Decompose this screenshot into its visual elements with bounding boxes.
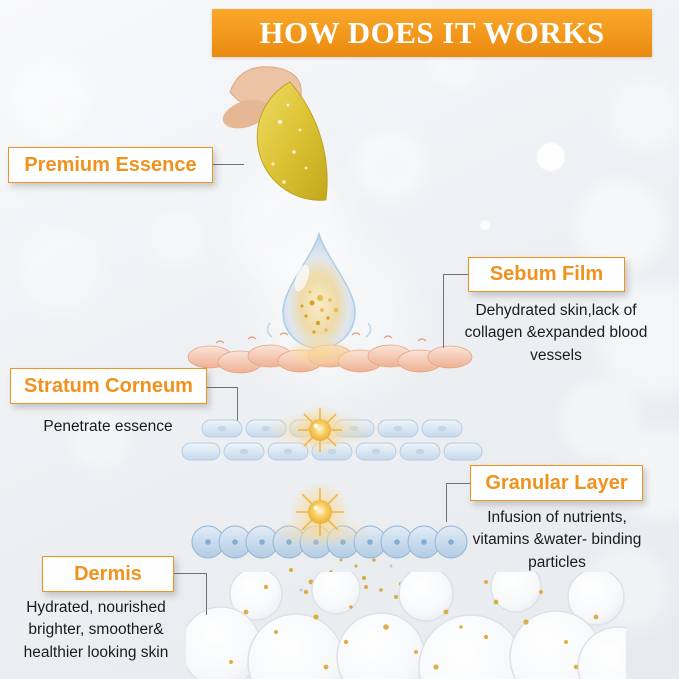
label-premium-essence: Premium Essence [8,147,213,183]
page-title: HOW DOES IT WORKS [259,15,605,50]
splash-mark [279,332,289,336]
bokeh-dot [537,143,565,171]
connector-stratum-corneum [237,387,238,434]
splash-mark [266,322,273,338]
sebum-film-layer-illustration [187,332,473,374]
dermis-layer-illustration [186,572,626,679]
connector-sebum-film [443,274,444,348]
splash-mark [215,340,225,344]
splash-mark [351,332,361,336]
absorption-glow [284,338,356,368]
splash-mark [417,338,427,342]
glowing-essence-orb [265,404,375,456]
splash-mark [247,336,257,340]
connector-premium-essence [212,164,244,165]
connector-sebum-film [443,274,468,275]
splash-mark [365,322,372,338]
connector-stratum-corneum [207,387,237,388]
essence-particles [229,580,599,670]
label-stratum-corneum: Stratum Corneum [10,368,207,404]
bokeh-dot [560,380,640,460]
label-sebum-film: Sebum Film [468,257,625,292]
dermis-cells [186,572,626,679]
connector-granular-layer [446,483,470,484]
bokeh-dot [20,230,100,310]
splash-mark [383,335,393,339]
label-granular-layer: Granular Layer [470,465,643,501]
label-dermis: Dermis [42,556,174,592]
essence-patch [256,81,328,201]
title-banner: HOW DOES IT WORKS [212,9,652,57]
bokeh-dot [480,220,490,230]
glowing-essence-orb [270,482,370,548]
sebum-film-description: Dehydrated skin,lack of collagen &expand… [464,302,648,364]
granular-layer-description: Infusion of nutrients, vitamins &water- … [472,509,642,571]
bokeh-dot [150,210,205,265]
bokeh-dot [610,80,679,150]
stratum-corneum-description: Penetrate essence [43,418,173,435]
hand-holding-essence-patch-illustration [222,66,328,201]
finger [222,99,270,129]
connector-dermis [206,573,207,615]
bokeh-dot [10,60,90,140]
stratum-corneum-layer-illustration [181,404,483,461]
dermis-description: Hydrated, nourished brighter, smoother& … [23,599,169,661]
connector-dermis [174,573,207,574]
essence-droplet-illustration [266,231,372,349]
connector-granular-layer [446,483,447,522]
